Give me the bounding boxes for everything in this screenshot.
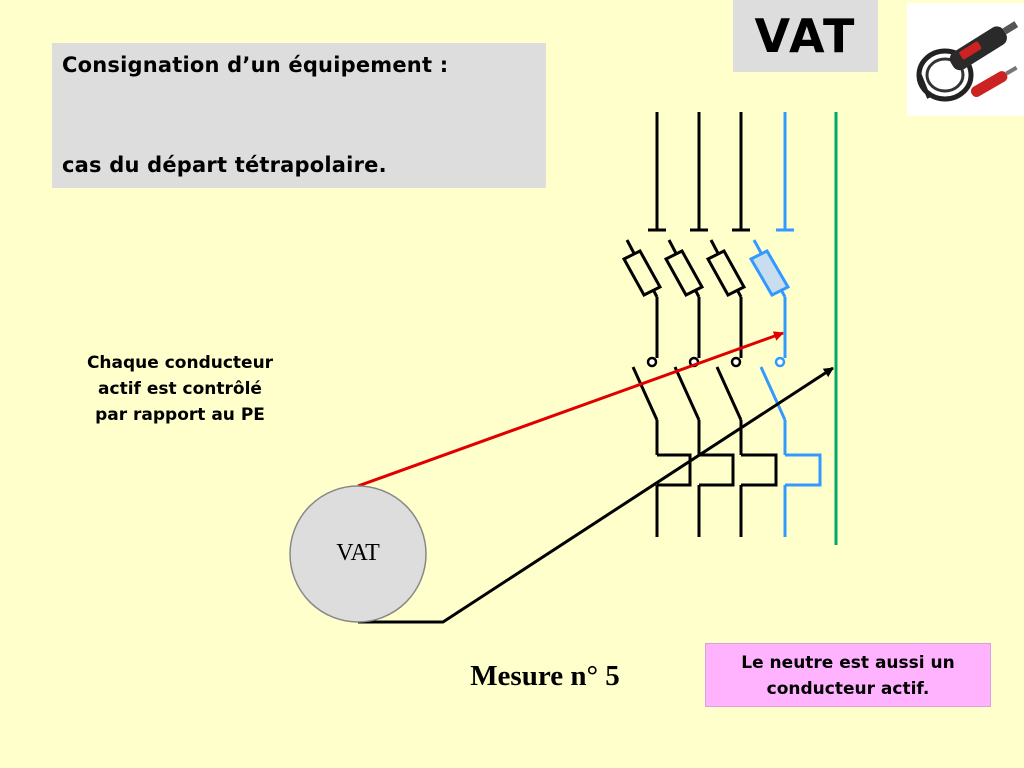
title-line-2: cas du départ tétrapolaire. <box>62 153 387 177</box>
tester-photo <box>907 3 1024 116</box>
vat-meter-icon <box>289 485 427 623</box>
title-box: Consignation d’un équipement : cas du dé… <box>52 43 546 188</box>
note-line: conducteur actif. <box>766 679 930 699</box>
vat-badge: VAT <box>733 0 878 72</box>
note-line: Chaque conducteur <box>86 353 274 373</box>
note-line: actif est contrôlé <box>98 379 262 399</box>
note-line: Le neutre est aussi un <box>741 653 955 673</box>
active-conductor-note: Chaque conducteur actif est contrôlé par… <box>62 350 298 428</box>
note-line: par rapport au PE <box>95 405 265 425</box>
neutral-conductor <box>748 112 822 537</box>
vat-meter-label: VAT <box>336 540 380 566</box>
title-line-1: Consignation d’un équipement : <box>62 53 449 77</box>
red-probe-lead <box>357 331 784 488</box>
phase-conductor-1 <box>621 112 692 537</box>
neutral-note: Le neutre est aussi un conducteur actif. <box>705 643 991 707</box>
black-probe-lead <box>358 366 834 624</box>
measure-label: Mesure n° 5 <box>470 660 620 692</box>
phase-conductor-2 <box>663 112 735 537</box>
phase-conductor-3 <box>705 112 778 537</box>
